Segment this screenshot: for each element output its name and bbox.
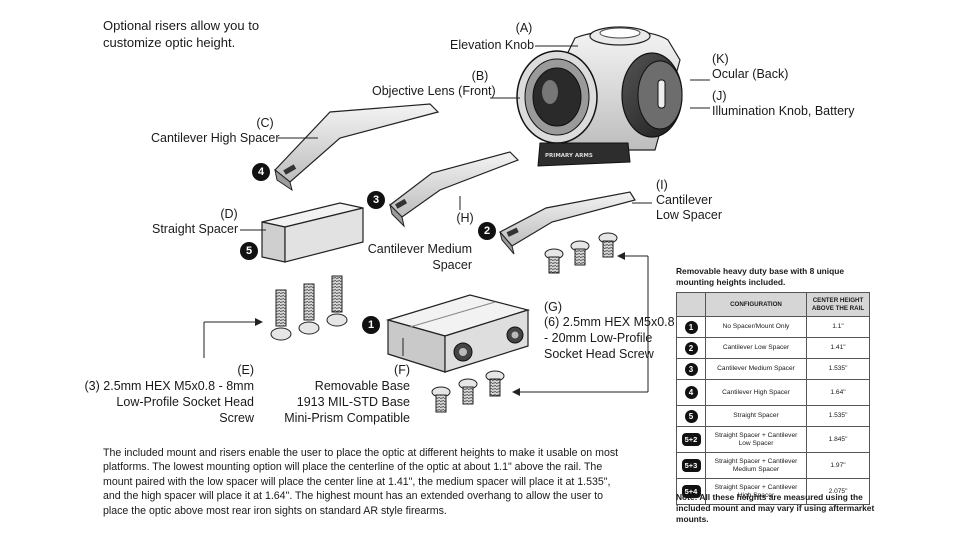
label-k-tag: (K) (712, 52, 729, 66)
cantilever-low-spacer (499, 191, 636, 255)
label-b-tag: (B) (471, 69, 489, 83)
label-j-tag: (J) (712, 89, 727, 103)
label-h-name-2: Spacer (432, 258, 472, 272)
label-e-line-2: Low-Profile Socket Head (116, 395, 254, 409)
screws-short-top (544, 232, 618, 274)
table-row: 3 Cantilever Medium Spacer 1.535" (676, 358, 870, 380)
row-badge: 5+2 (681, 433, 701, 446)
row-config: Cantilever Medium Spacer (705, 358, 807, 380)
label-i-name-1: Cantilever (656, 193, 713, 207)
cantilever-high-spacer (274, 103, 440, 192)
row-height: 1.64" (806, 379, 870, 406)
intro-text: Optional risers allow you to customize o… (103, 17, 283, 51)
brand-mark: PRIMARY ARMS (545, 153, 593, 159)
label-d-name: Straight Spacer (152, 222, 239, 236)
label-e-tag: (E) (237, 363, 254, 377)
label-f-line-3: Mini-Prism Compatible (284, 411, 410, 425)
label-i-name-2: Low Spacer (656, 208, 723, 222)
row-height: 1.1" (806, 316, 870, 338)
label-h-name-1: Cantilever Medium (367, 242, 472, 256)
label-c-tag: (C) (256, 116, 274, 130)
table-row: 5+2 Straight Spacer + Cantilever Low Spa… (676, 426, 870, 453)
row-config: No Spacer/Mount Only (705, 316, 807, 338)
row-config: Straight Spacer + Cantilever Low Spacer (705, 426, 807, 453)
arrow-head-g-top (617, 252, 625, 260)
header-configuration: CONFIGURATION (705, 292, 807, 317)
label-c-name: Cantilever High Spacer (151, 131, 280, 145)
row-height: 1.97" (806, 452, 870, 479)
ocular-ring (621, 52, 683, 138)
removable-base (385, 294, 531, 373)
label-b-name: Objective Lens (Front) (372, 84, 496, 98)
label-g-line-2: - 20mm Low-Profile (544, 331, 653, 345)
label-g-line-3: Socket Head Screw (544, 347, 654, 361)
row-badge: 4 (684, 386, 698, 399)
row-height: 1.535" (806, 358, 870, 380)
label-f-line-2: 1913 MIL-STD Base (296, 395, 410, 409)
table-row: 5 Straight Spacer 1.535" (676, 405, 870, 427)
table-header-row: CONFIGURATION CENTER HEIGHT ABOVE THE RA… (676, 292, 870, 317)
header-badge (676, 292, 706, 317)
label-k-name: Ocular (Back) (712, 67, 789, 81)
row-badge: 5+4 (681, 485, 701, 498)
straight-spacer (261, 202, 364, 263)
arrow-head-e (255, 318, 263, 326)
badge-5: 5 (240, 242, 258, 260)
label-e-line-1: (3) 2.5mm HEX M5x0.8 - 8mm (84, 379, 254, 393)
row-badge: 5 (684, 409, 698, 423)
label-h-tag: (H) (456, 211, 474, 225)
row-height: 1.41" (806, 337, 870, 359)
table-note: Note: All these heights are measured usi… (676, 492, 875, 524)
row-height: 2.075" (806, 478, 870, 505)
label-g-line-1: (6) 2.5mm HEX M5x0.8 (544, 315, 675, 329)
table-row: 5+4 Straight Spacer + Cantilever High Sp… (676, 478, 870, 505)
table-row: 4 Cantilever High Spacer 1.64" (676, 379, 870, 406)
leader-lines (203, 45, 710, 393)
intro-line-1: Optional risers allow you to (103, 18, 260, 33)
row-config: Straight Spacer + Cantilever Medium Spac… (705, 452, 807, 479)
intro-line-2: customize optic height. (103, 35, 236, 50)
optic-base-plate (537, 142, 631, 167)
label-j-name: Illumination Knob, Battery (712, 104, 855, 118)
screws-long (270, 275, 348, 341)
table-row: 1 No Spacer/Mount Only 1.1" (676, 316, 870, 338)
row-config: Cantilever Low Spacer (705, 337, 807, 359)
table-row: 5+3 Straight Spacer + Cantilever Medium … (676, 452, 870, 479)
row-badge: 3 (684, 362, 698, 376)
row-badge: 5+3 (681, 459, 701, 472)
badge-4: 4 (252, 163, 270, 181)
badge-2: 2 (478, 222, 496, 240)
row-height: 1.845" (806, 426, 870, 453)
optic-illustration: PRIMARY ARMS (516, 26, 683, 167)
cantilever-medium-spacer (389, 151, 520, 228)
label-e-line-3: Screw (219, 411, 254, 425)
label-g-tag: (G) (544, 300, 563, 314)
label-f-tag: (F) (394, 363, 410, 377)
row-config: Straight Spacer (705, 405, 807, 427)
label-d-tag: (D) (220, 207, 238, 221)
row-badge: 1 (684, 320, 698, 334)
row-height: 1.535" (806, 405, 870, 427)
badge-3: 3 (367, 191, 385, 209)
label-a-tag: (A) (515, 21, 533, 35)
mounting-heights-table: CONFIGURATION CENTER HEIGHT ABOVE THE RA… (676, 292, 870, 505)
label-a-name: Elevation Knob (450, 38, 535, 52)
table-row: 2 Cantilever Low Spacer 1.41" (676, 337, 870, 359)
label-i-tag: (I) (656, 178, 668, 192)
label-f-line-1: Removable Base (314, 379, 410, 393)
row-badge: 2 (684, 341, 698, 355)
description-paragraph: The included mount and risers enable the… (103, 447, 619, 517)
badge-1: 1 (362, 316, 380, 334)
objective-lens (516, 50, 598, 144)
arrow-head-g (512, 388, 520, 396)
row-config: Straight Spacer + Cantilever High Spacer (705, 478, 807, 505)
screws-short-bottom (431, 370, 505, 413)
row-config: Cantilever High Spacer (705, 379, 807, 406)
table-title: Removable heavy duty base with 8 unique … (676, 266, 845, 287)
header-height: CENTER HEIGHT ABOVE THE RAIL (806, 292, 870, 317)
